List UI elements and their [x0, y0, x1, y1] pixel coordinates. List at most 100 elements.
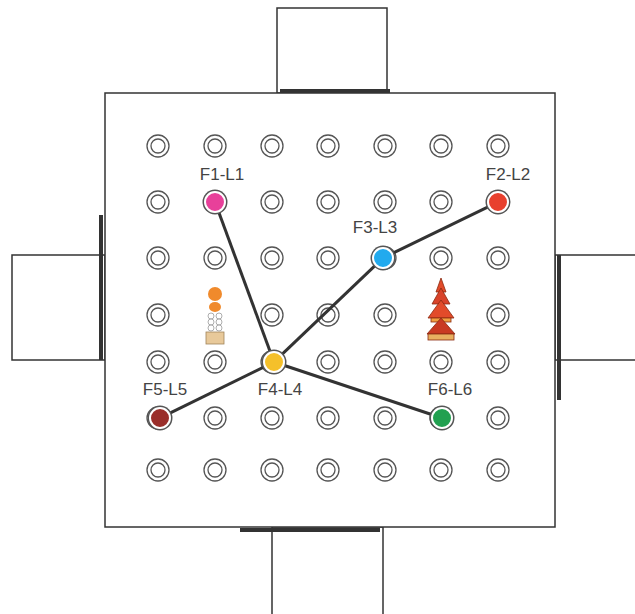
link-line	[284, 365, 431, 414]
hole	[208, 251, 222, 265]
hole	[430, 191, 452, 213]
hole	[261, 135, 283, 157]
hole	[491, 139, 505, 153]
hole	[321, 195, 335, 209]
hole	[147, 247, 169, 269]
link-line	[393, 207, 488, 253]
hole	[204, 191, 226, 213]
hole	[487, 459, 509, 481]
hole	[265, 251, 279, 265]
person-icon	[206, 287, 224, 344]
hole	[491, 355, 505, 369]
hole	[147, 191, 169, 213]
hole	[261, 304, 283, 326]
position-label: F1-L1	[198, 166, 246, 184]
position-label: F6-L6	[426, 381, 474, 399]
hole	[151, 463, 165, 477]
hole	[378, 308, 392, 322]
hole	[378, 355, 392, 369]
hole	[208, 139, 222, 153]
hole	[317, 247, 339, 269]
hole	[147, 135, 169, 157]
hole	[378, 139, 392, 153]
left-tab	[12, 255, 105, 360]
hole	[265, 139, 279, 153]
hole	[487, 407, 509, 429]
hole	[321, 411, 335, 425]
hole	[321, 139, 335, 153]
hole	[430, 135, 452, 157]
hole	[261, 407, 283, 429]
position-label: F2-L2	[484, 166, 532, 184]
hole	[374, 191, 396, 213]
hole	[321, 355, 335, 369]
hole	[317, 459, 339, 481]
hole	[321, 463, 335, 477]
position-dot: F2-L2	[487, 191, 509, 213]
hole	[374, 351, 396, 373]
hole	[430, 351, 452, 373]
hole	[147, 304, 169, 326]
hole	[151, 139, 165, 153]
position-dot: F4-L4	[263, 351, 285, 373]
hole	[204, 247, 226, 269]
hole	[317, 304, 339, 326]
hole	[487, 351, 509, 373]
hole	[208, 463, 222, 477]
hole	[487, 304, 509, 326]
hole	[317, 407, 339, 429]
table-square	[105, 93, 555, 527]
hole	[378, 195, 392, 209]
hole	[374, 407, 396, 429]
hole	[430, 407, 452, 429]
hole	[265, 195, 279, 209]
position-label: F5-L5	[141, 381, 189, 399]
hole	[374, 135, 396, 157]
hole	[321, 251, 335, 265]
position-label: F3-L3	[351, 219, 399, 237]
hole	[378, 411, 392, 425]
hole	[491, 411, 505, 425]
hole	[491, 251, 505, 265]
hole	[378, 463, 392, 477]
top-tab	[277, 8, 387, 93]
hole	[491, 463, 505, 477]
hole	[487, 247, 509, 269]
hole	[204, 459, 226, 481]
hole	[151, 195, 165, 209]
link-line	[219, 212, 270, 351]
hole	[265, 411, 279, 425]
position-dot: F6-L6	[431, 407, 453, 429]
hole	[317, 135, 339, 157]
hole	[374, 304, 396, 326]
bottom-tab	[272, 527, 383, 614]
hole	[430, 459, 452, 481]
hole	[151, 308, 165, 322]
position-label: F4-L4	[256, 381, 304, 399]
hole	[261, 247, 283, 269]
right-tab	[555, 255, 635, 360]
hole	[208, 411, 222, 425]
hole	[208, 355, 222, 369]
hole	[434, 251, 448, 265]
hole	[434, 195, 448, 209]
position-dot: F5-L5	[149, 407, 171, 429]
hole	[265, 463, 279, 477]
hole	[434, 139, 448, 153]
hole	[434, 355, 448, 369]
hole	[374, 459, 396, 481]
hole	[204, 135, 226, 157]
hole	[430, 247, 452, 269]
hole	[151, 355, 165, 369]
hole-grid	[147, 135, 509, 481]
hole	[317, 191, 339, 213]
hole	[204, 407, 226, 429]
position-dot: F3-L3	[372, 247, 394, 269]
hole	[265, 308, 279, 322]
hole	[491, 308, 505, 322]
hole	[317, 351, 339, 373]
hole	[204, 351, 226, 373]
hole	[261, 459, 283, 481]
